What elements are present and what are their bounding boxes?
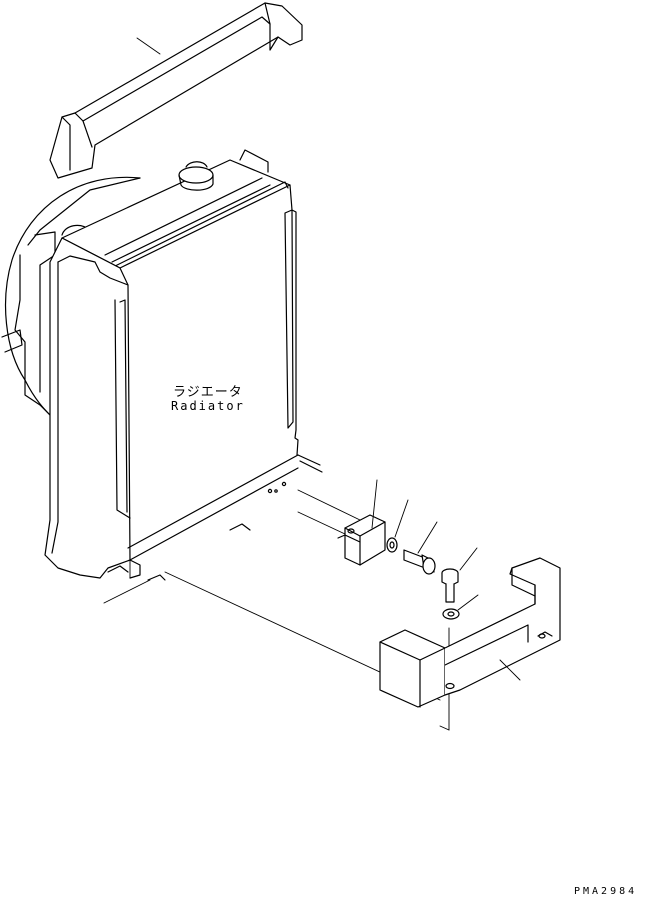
radiator-label-japanese: ラジエータ [173, 385, 243, 400]
leader-bolt-vertical [459, 547, 478, 571]
support-frame [379, 557, 561, 708]
leader-bolt-horizontal [417, 521, 438, 554]
radiator-cap [178, 166, 214, 184]
leader-top-guard [136, 37, 161, 55]
leader-bracket [371, 479, 378, 529]
leader-small-washer [457, 594, 479, 611]
leader-support-frame [499, 659, 521, 681]
radiator-core [44, 149, 323, 581]
drawing-code: PMA2984 [574, 886, 638, 897]
bolt-vertical [441, 568, 459, 603]
mounting-bracket [337, 514, 386, 566]
bolt-horizontal [403, 549, 436, 575]
washer [386, 537, 398, 553]
top-guard-bar [49, 2, 303, 179]
small-washer [442, 608, 460, 620]
radiator-label-english: Radiator [171, 399, 245, 413]
leader-washer [394, 499, 409, 538]
